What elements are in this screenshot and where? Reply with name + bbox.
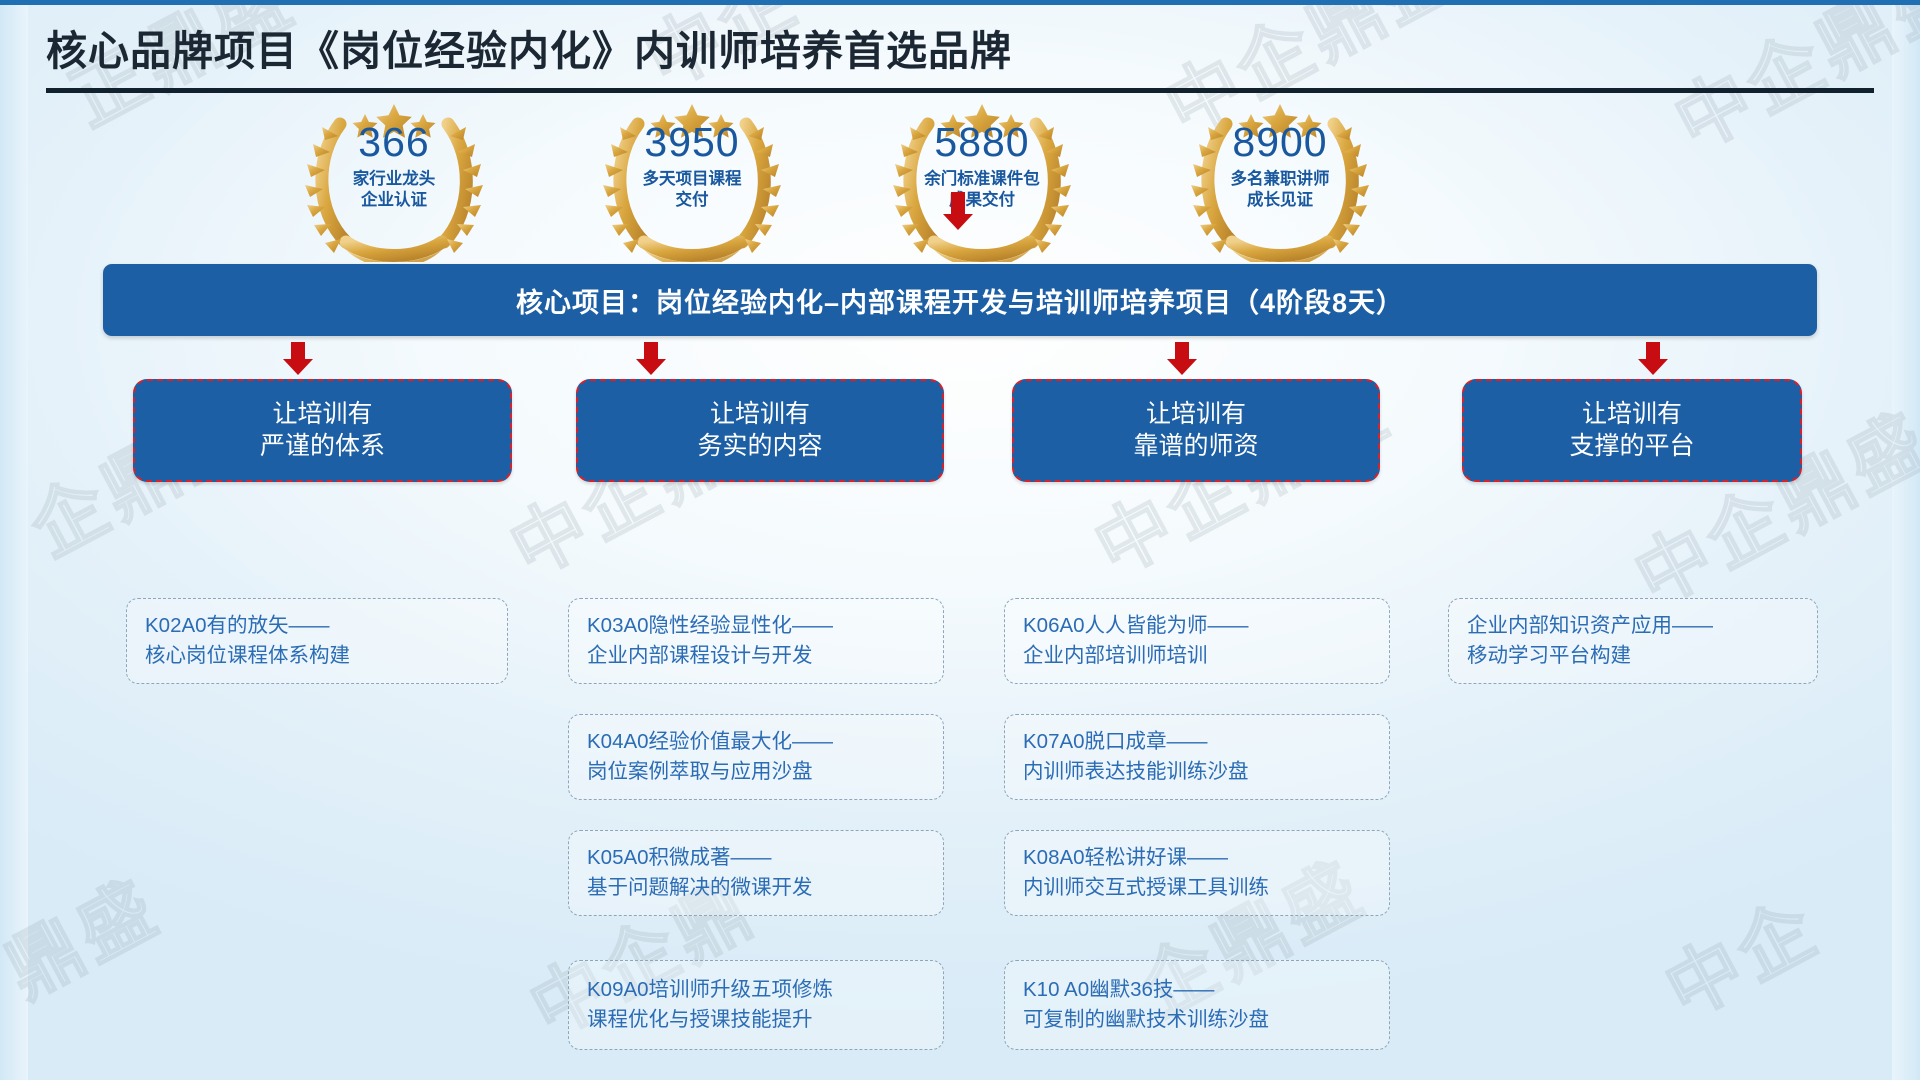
right-edge-band bbox=[1892, 0, 1920, 1080]
course-line2: 移动学习平台构建 bbox=[1467, 644, 1631, 667]
course-card[interactable]: K09A0培训师升级五项修炼 课程优化与授课技能提升 bbox=[568, 960, 944, 1050]
course-card[interactable]: K05A0积微成著—— 基于问题解决的微课开发 bbox=[568, 830, 944, 916]
course-card[interactable]: K03A0隐性经验显性化—— 企业内部课程设计与开发 bbox=[568, 598, 944, 684]
category-line1: 让培训有 bbox=[709, 400, 810, 428]
laurel-wreath-icon bbox=[1191, 104, 1369, 262]
badge-caption-line1: 家行业龙头 bbox=[352, 170, 436, 188]
stat-badge-5880: 5880 余门标准课件包 成果交付 bbox=[882, 100, 1082, 262]
category-box-3[interactable]: 让培训有 靠谱的师资 bbox=[1012, 379, 1380, 482]
down-arrow-icon bbox=[636, 342, 666, 375]
course-line2: 企业内部培训师培训 bbox=[1023, 644, 1208, 667]
down-arrow-icon bbox=[943, 192, 973, 230]
course-line1: K02A0有的放矢—— bbox=[145, 614, 330, 638]
badge-caption-line1: 多天项目课程 bbox=[642, 170, 742, 188]
badge-caption-line2: 交付 bbox=[675, 191, 709, 209]
category-box-1[interactable]: 让培训有 严谨的体系 bbox=[133, 379, 512, 482]
course-card[interactable]: K10 A0幽默36技—— 可复制的幽默技术训练沙盘 bbox=[1004, 960, 1390, 1050]
core-program-banner: 核心项目：岗位经验内化–内部课程开发与培训师培养项目（4阶段8天） bbox=[103, 264, 1817, 336]
course-card[interactable]: 企业内部知识资产应用—— 移动学习平台构建 bbox=[1448, 598, 1818, 684]
top-accent-bar bbox=[0, 0, 1920, 5]
course-line2: 企业内部课程设计与开发 bbox=[587, 644, 813, 667]
course-line1: K10 A0幽默36技—— bbox=[1023, 978, 1215, 1002]
title-divider bbox=[46, 88, 1874, 93]
category-line2: 务实的内容 bbox=[697, 431, 823, 460]
badge-caption-line1: 余门标准课件包 bbox=[924, 170, 1040, 188]
category-line2: 靠谱的师资 bbox=[1133, 431, 1259, 460]
badge-number: 8900 bbox=[1232, 119, 1328, 165]
category-line1: 让培训有 bbox=[1145, 400, 1246, 428]
badge-caption-line1: 多名兼职讲师 bbox=[1230, 170, 1330, 188]
course-line1: K03A0隐性经验显性化—— bbox=[587, 614, 834, 638]
category-line2: 支撑的平台 bbox=[1569, 431, 1695, 460]
course-line2: 核心岗位课程体系构建 bbox=[145, 644, 350, 667]
stat-badge-8900: 8900 多名兼职讲师 成长见证 bbox=[1180, 100, 1380, 262]
stat-badge-3950: 3950 多天项目课程 交付 bbox=[592, 100, 792, 262]
category-line1: 让培训有 bbox=[1581, 400, 1682, 428]
course-line1: 企业内部知识资产应用—— bbox=[1467, 614, 1713, 638]
category-box-4[interactable]: 让培训有 支撑的平台 bbox=[1462, 379, 1802, 482]
category-box-2[interactable]: 让培训有 务实的内容 bbox=[576, 379, 944, 482]
course-line1: K09A0培训师升级五项修炼 bbox=[587, 978, 834, 1002]
course-line1: K07A0脱口成章—— bbox=[1023, 730, 1208, 754]
laurel-wreath-icon bbox=[305, 104, 483, 262]
course-card[interactable]: K08A0轻松讲好课—— 内训师交互式授课工具训练 bbox=[1004, 830, 1390, 916]
badge-number: 3950 bbox=[644, 119, 740, 165]
badge-number: 5880 bbox=[934, 119, 1030, 165]
course-line1: K08A0轻松讲好课—— bbox=[1023, 846, 1229, 870]
course-card[interactable]: K07A0脱口成章—— 内训师表达技能训练沙盘 bbox=[1004, 714, 1390, 800]
stat-badge-366: 366 家行业龙头 企业认证 bbox=[294, 100, 494, 262]
course-line2: 可复制的幽默技术训练沙盘 bbox=[1023, 1008, 1269, 1031]
down-arrow-icon bbox=[283, 342, 313, 375]
course-card[interactable]: K04A0经验价值最大化—— 岗位案例萃取与应用沙盘 bbox=[568, 714, 944, 800]
category-line2: 严谨的体系 bbox=[259, 431, 385, 460]
course-line2: 内训师交互式授课工具训练 bbox=[1023, 876, 1269, 899]
category-line1: 让培训有 bbox=[272, 400, 373, 428]
course-line2: 岗位案例萃取与应用沙盘 bbox=[587, 760, 813, 783]
course-line1: K05A0积微成著—— bbox=[587, 846, 772, 870]
course-card[interactable]: K02A0有的放矢—— 核心岗位课程体系构建 bbox=[126, 598, 508, 684]
left-edge-band bbox=[0, 0, 28, 1080]
laurel-wreath-icon bbox=[893, 104, 1071, 262]
badge-caption-line2: 企业认证 bbox=[361, 191, 427, 209]
page-title: 核心品牌项目《岗位经验内化》内训师培养首选品牌 bbox=[46, 28, 1012, 74]
badge-number: 366 bbox=[358, 119, 430, 165]
course-line2: 课程优化与授课技能提升 bbox=[587, 1008, 813, 1031]
watermark: 中企 bbox=[1652, 884, 1834, 1034]
course-line1: K06A0人人皆能为师—— bbox=[1023, 614, 1249, 638]
course-line2: 内训师表达技能训练沙盘 bbox=[1023, 760, 1249, 783]
down-arrow-icon bbox=[1638, 342, 1668, 375]
badge-caption-line2: 成长见证 bbox=[1247, 191, 1313, 209]
laurel-wreath-icon bbox=[603, 104, 781, 262]
badge-caption-line2: 成果交付 bbox=[949, 191, 1015, 209]
course-line2: 基于问题解决的微课开发 bbox=[587, 876, 813, 899]
down-arrow-icon bbox=[1167, 342, 1197, 375]
course-line1: K04A0经验价值最大化—— bbox=[587, 730, 834, 754]
core-program-banner-text: 核心项目：岗位经验内化–内部课程开发与培训师培养项目（4阶段8天） bbox=[515, 287, 1405, 318]
course-card[interactable]: K06A0人人皆能为师—— 企业内部培训师培训 bbox=[1004, 598, 1390, 684]
